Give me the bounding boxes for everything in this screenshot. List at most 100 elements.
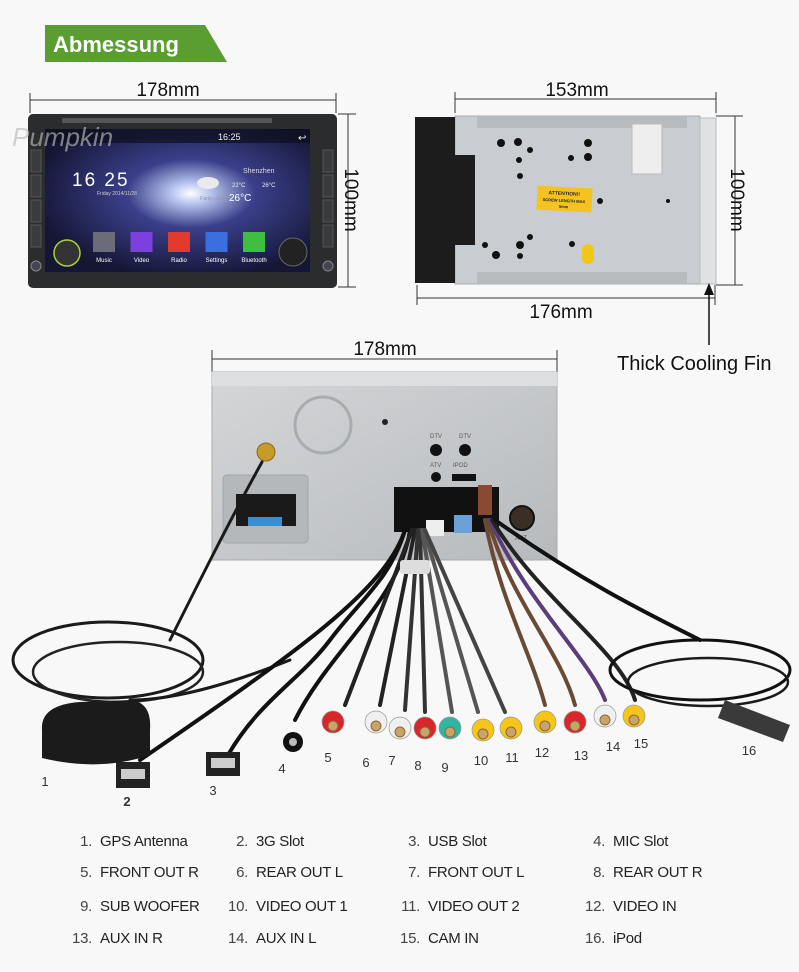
side-total-label: 176mm bbox=[529, 302, 592, 323]
callout-7: 7 bbox=[388, 753, 395, 768]
svg-text:5mm: 5mm bbox=[559, 204, 569, 210]
legend-item: 13.AUX IN R bbox=[72, 930, 163, 947]
rca-plug bbox=[499, 716, 523, 740]
callout-14: 14 bbox=[606, 739, 620, 754]
volume-knob[interactable] bbox=[322, 260, 334, 272]
rca-plug bbox=[388, 716, 412, 740]
callout-5: 5 bbox=[324, 750, 331, 765]
legend-item: 9.SUB WOOFER bbox=[72, 898, 200, 915]
callout-11: 11 bbox=[505, 750, 519, 765]
callout-13: 13 bbox=[574, 748, 588, 763]
rca-plug bbox=[471, 718, 495, 742]
side-height-dimension bbox=[716, 115, 743, 286]
rca-plug bbox=[563, 710, 587, 734]
legend-label: VIDEO OUT 1 bbox=[256, 898, 348, 915]
power-knob[interactable] bbox=[30, 260, 42, 272]
legend-number: 4. bbox=[593, 833, 605, 850]
legend-number: 13. bbox=[72, 930, 92, 947]
legend-item: 14.AUX IN L bbox=[228, 930, 316, 947]
back-width-dimension bbox=[211, 350, 558, 372]
legend-label: GPS Antenna bbox=[100, 833, 188, 850]
legend-label: REAR OUT L bbox=[256, 864, 343, 881]
callout-3: 3 bbox=[209, 783, 216, 798]
legend-number: 3. bbox=[408, 833, 420, 850]
app-label: Radio bbox=[171, 258, 187, 264]
clock-widget[interactable]: 16 25 bbox=[72, 170, 130, 191]
app-bluetooth[interactable]: Bluetooth bbox=[241, 232, 267, 264]
cooling-fin bbox=[699, 117, 717, 285]
legend-number: 11. bbox=[401, 898, 420, 915]
legend-item: 4.MIC Slot bbox=[585, 833, 668, 850]
rca-plug bbox=[622, 704, 646, 728]
rca-plug bbox=[533, 710, 557, 734]
legend-item: 8. REAR OUT R bbox=[585, 864, 702, 881]
all-apps-button[interactable] bbox=[278, 237, 308, 267]
legend-number: 10. bbox=[228, 898, 248, 915]
front-width-dimension bbox=[29, 93, 337, 113]
app-label: Video bbox=[134, 258, 150, 264]
legend-label: VIDEO IN bbox=[613, 898, 677, 915]
front-unit: 16:25 ↩ Pumpkin 16 25 Friday 2014/11/28 … bbox=[12, 114, 337, 288]
legend-number: 16. bbox=[585, 930, 605, 947]
app-video[interactable]: Video bbox=[130, 232, 153, 264]
legend-number: 7. bbox=[408, 864, 420, 881]
antenna-port bbox=[509, 505, 535, 531]
front-height-label: 100mm bbox=[340, 168, 361, 231]
legend-item: 15.CAM IN bbox=[400, 930, 479, 947]
svg-text:ATV: ATV bbox=[430, 463, 441, 469]
side-unit: ATTENTION!! SCREW LENGTH MAX 5mm bbox=[415, 115, 717, 285]
header-banner bbox=[45, 25, 227, 62]
app-music[interactable]: Music bbox=[93, 232, 115, 264]
legend-label: iPod bbox=[613, 930, 642, 947]
car-home-button[interactable] bbox=[53, 239, 81, 267]
legend-item: 3. USB Slot bbox=[400, 833, 487, 850]
status-time: 16:25 bbox=[218, 132, 241, 142]
back-unit: DTV DTV ATV IPOD ANT bbox=[211, 371, 558, 561]
legend-label: USB Slot bbox=[428, 833, 487, 850]
legend-item: 7.FRONT OUT L bbox=[400, 864, 524, 881]
front-height-dimension bbox=[338, 113, 356, 288]
legend-number: 12. bbox=[585, 898, 605, 915]
legend-number: 8. bbox=[593, 864, 605, 881]
legend-number: 5. bbox=[80, 864, 92, 881]
callout-9: 9 bbox=[441, 760, 448, 775]
legend-number: 15. bbox=[400, 930, 420, 947]
legend-number: 6. bbox=[236, 864, 248, 881]
brand-logo-watermark: Pumpkin bbox=[12, 122, 113, 152]
legend-item: 1. GPS Antenna bbox=[72, 833, 188, 850]
callout-6: 6 bbox=[362, 755, 369, 770]
svg-text:IPOD: IPOD bbox=[453, 463, 468, 469]
gps-antenna bbox=[41, 700, 151, 765]
rca-plug bbox=[438, 716, 462, 740]
app-label: Bluetooth bbox=[241, 258, 266, 264]
ipod-connector bbox=[718, 700, 790, 742]
svg-text:DTV: DTV bbox=[430, 434, 442, 440]
weather-condition: Partly cloudy bbox=[200, 196, 229, 202]
app-radio[interactable]: Radio bbox=[168, 232, 190, 264]
legend-label: REAR OUT R bbox=[613, 864, 703, 881]
header-title: Abmessung bbox=[53, 32, 179, 57]
side-depth-label: 153mm bbox=[545, 80, 608, 101]
legend-number: 9. bbox=[80, 898, 92, 915]
callout-15: 15 bbox=[634, 736, 648, 751]
cable-harness bbox=[11, 460, 792, 762]
legend-number: 1. bbox=[80, 833, 92, 850]
front-width-label: 178mm bbox=[136, 80, 199, 101]
cloud-icon bbox=[197, 177, 219, 189]
weather-city: Shenzhen bbox=[243, 168, 275, 175]
connectors bbox=[41, 700, 790, 788]
legend-label: VIDEO OUT 2 bbox=[428, 898, 520, 915]
back-icon[interactable]: ↩ bbox=[298, 133, 306, 144]
callout-1: 1 bbox=[41, 774, 48, 789]
callout-12: 12 bbox=[535, 745, 549, 760]
app-settings[interactable]: Settings bbox=[205, 232, 228, 264]
legend-label: 3G Slot bbox=[256, 833, 304, 850]
side-depth-dimension bbox=[454, 92, 717, 113]
date-text: Friday 2014/11/28 bbox=[97, 191, 137, 197]
legend-item: 10. VIDEO OUT 1 bbox=[228, 898, 348, 915]
legend-label: FRONT OUT R bbox=[100, 864, 199, 881]
temp-high: 26°C bbox=[262, 183, 276, 189]
callout-16: 16 bbox=[742, 743, 756, 758]
